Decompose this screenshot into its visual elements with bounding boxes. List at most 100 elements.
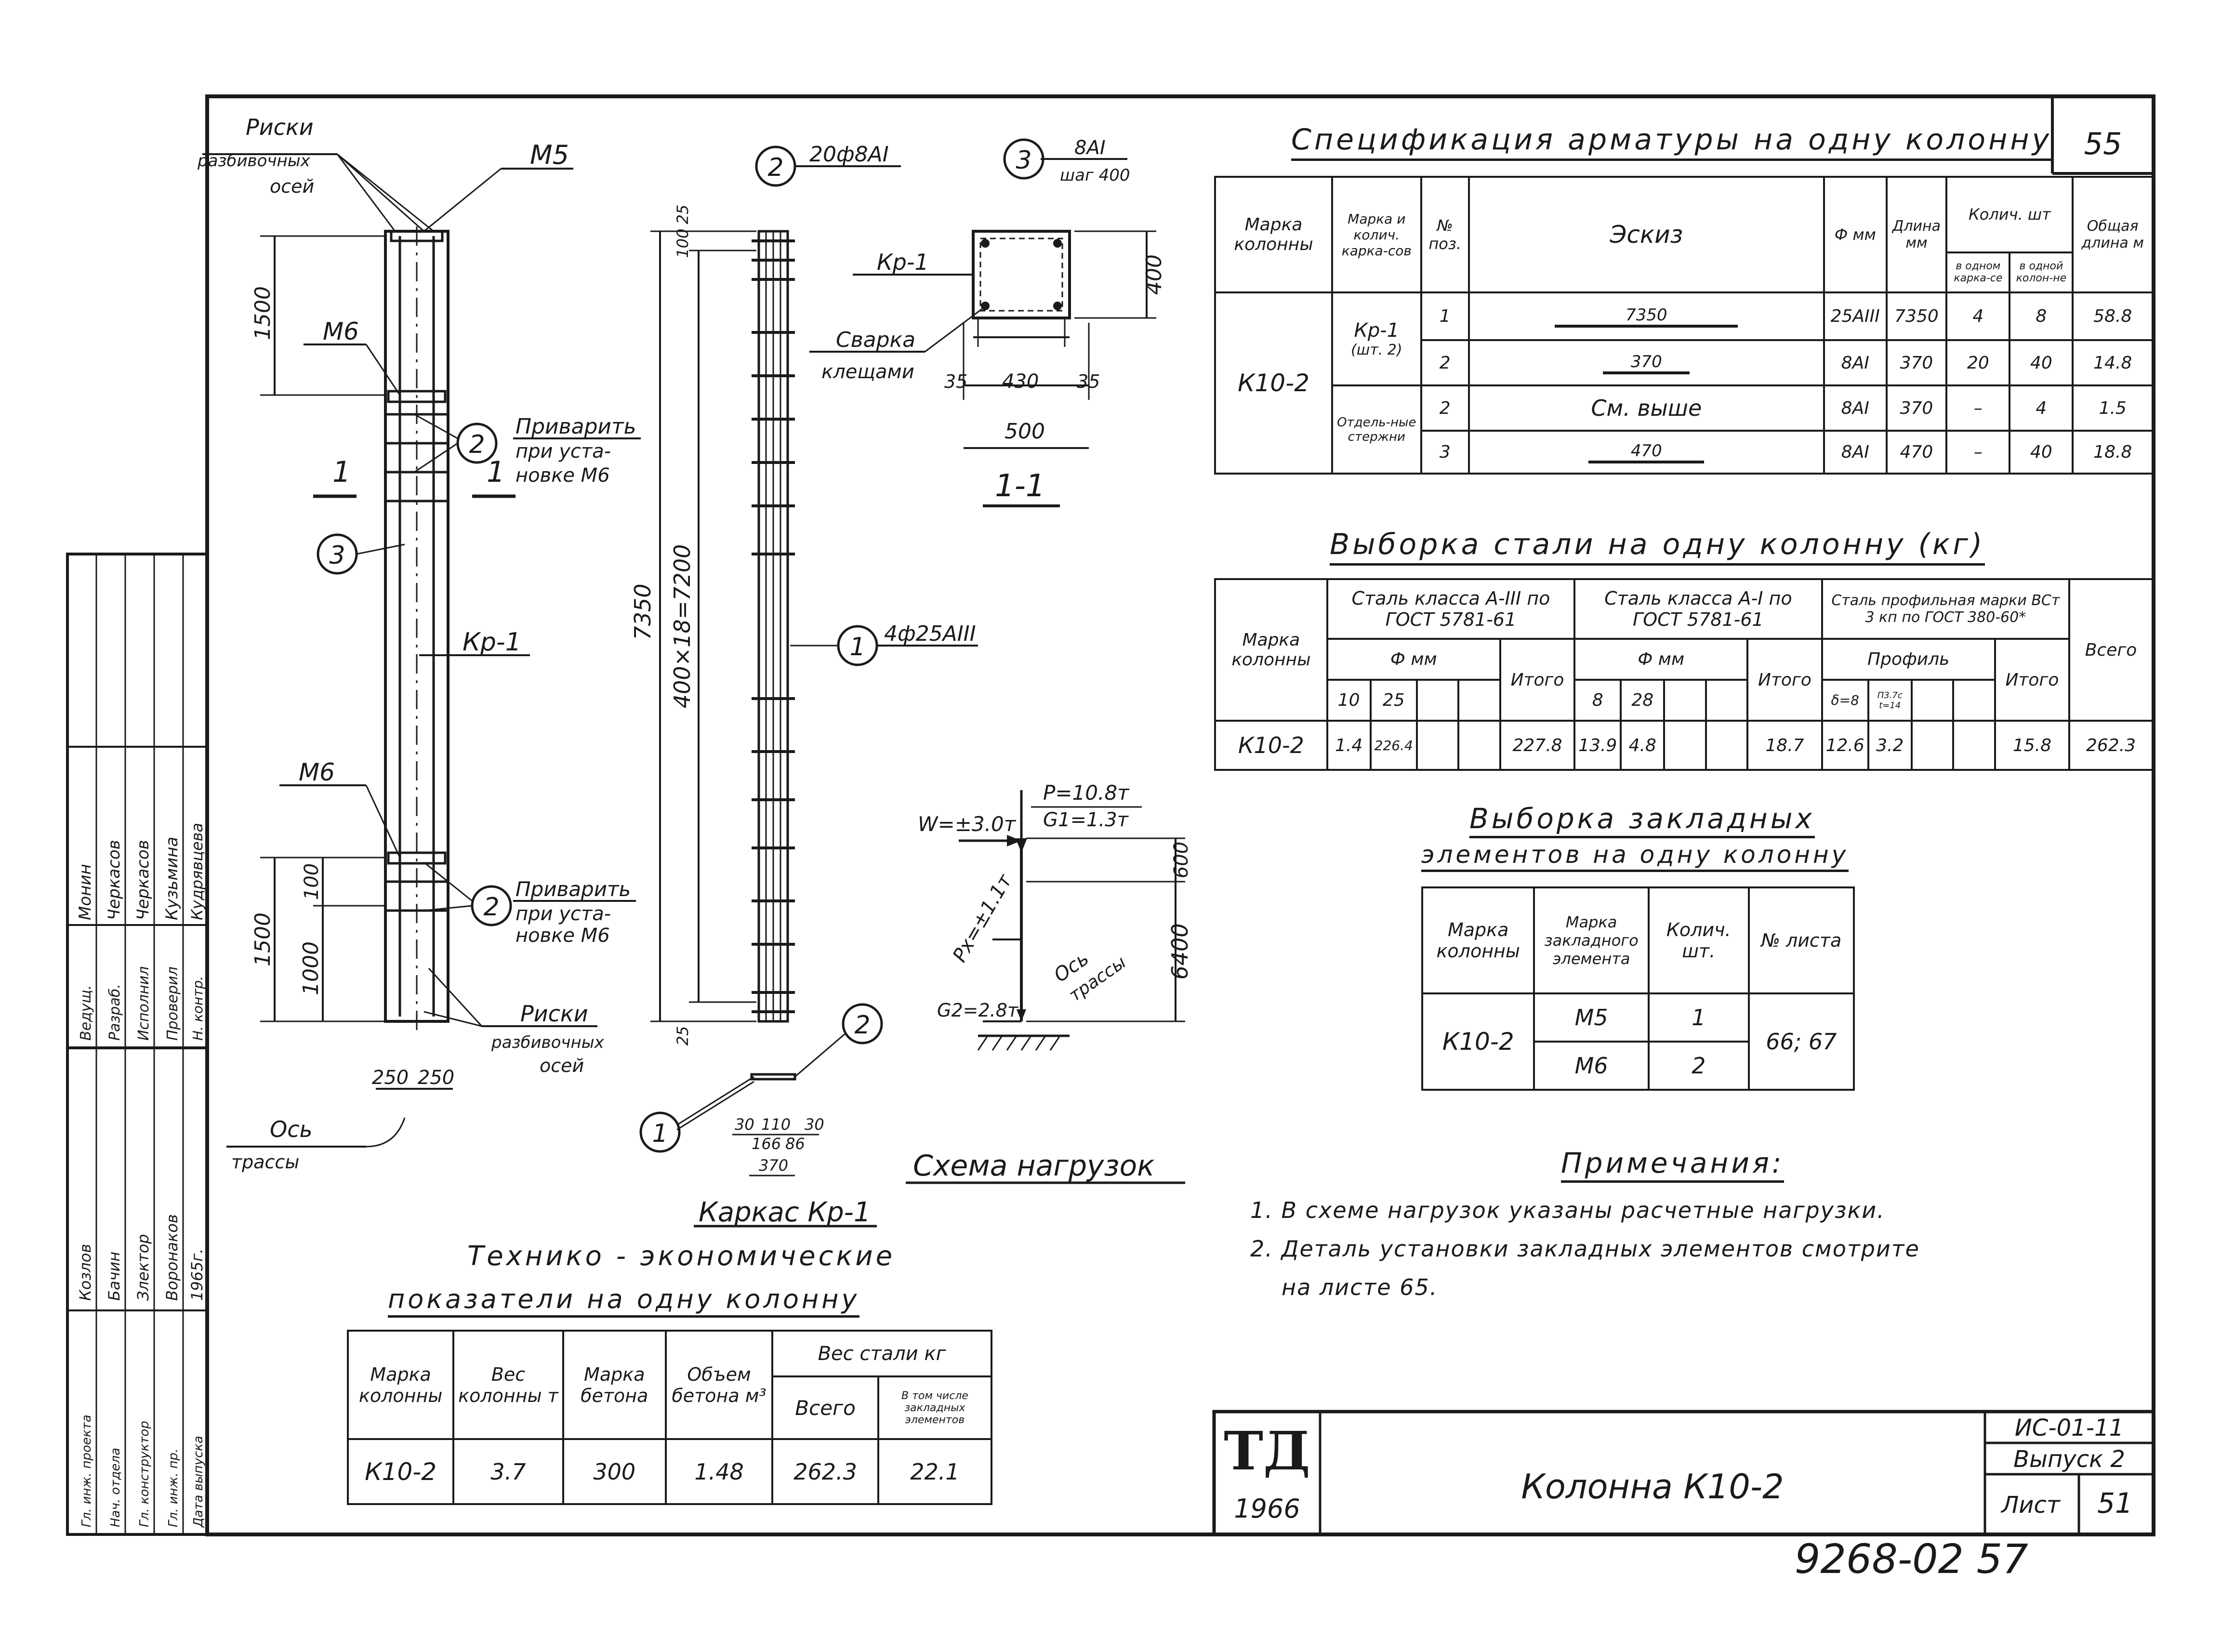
spec-r3-total: 18.8 — [2072, 430, 2154, 475]
column-elevation: 1500 1500 100 1000 250 250 Риски разбиво… — [197, 114, 641, 1173]
stamp-r2-name: Черкасов — [105, 840, 124, 920]
weld-text-top-3: новке М6 — [516, 464, 610, 487]
load-ground-hatch — [977, 1034, 1070, 1051]
stirrup-detail — [750, 1073, 796, 1081]
spec-h-k-odin: в одном карка-се — [1945, 251, 2011, 294]
dim-100-cage: 100 — [674, 228, 692, 258]
stamp-r4-role: Проверил — [164, 966, 181, 1041]
spec-r2-total: 1.5 — [2072, 384, 2154, 432]
dim-7350: 7350 — [630, 583, 656, 640]
steel-v25: 226.4 — [1369, 720, 1418, 771]
embed-h-list: № листа — [1747, 886, 1855, 994]
tep-row-beton: 300 — [562, 1438, 667, 1505]
stamp-r4-name: Кузьмина — [162, 837, 182, 920]
spec-r1-total: 14.8 — [2072, 339, 2154, 387]
embed-r0-el: М5 — [1533, 992, 1650, 1043]
dim-1000: 1000 — [299, 941, 323, 995]
steel-v10: 1.4 — [1326, 720, 1372, 771]
spec-title: Спецификация арматуры на одну колонну — [1291, 123, 2052, 161]
detail-30b: 30 — [805, 1115, 824, 1134]
stamp-r3-name: Черкасов — [133, 840, 153, 920]
embed-title-2: элементов на одну колонну — [1421, 841, 1849, 872]
section-bar-bl — [981, 302, 990, 310]
callout-2-bottom-text: 2 — [483, 893, 499, 922]
steel-h-a3: Сталь класса А-III по ГОСТ 5781-61 — [1326, 578, 1576, 640]
spec-table: Марка колонны Марка и колич. карка-сов №… — [1214, 175, 2154, 475]
steel-h-profil: Профиль — [1821, 638, 1996, 681]
section-dim-430: 430 — [1002, 370, 1039, 393]
steel-blank-4 — [1705, 679, 1749, 722]
spec-column-mark: К10-2 — [1214, 291, 1333, 475]
stamp-r1-role: Ведущ. — [78, 985, 94, 1041]
spec-h-poz: № поз. — [1420, 175, 1470, 294]
detail-110: 110 — [761, 1115, 791, 1134]
spec-otdelnye: Отдель-ные стержни — [1331, 384, 1422, 475]
tep-row-ves: 3.7 — [452, 1438, 564, 1505]
stamp-r2-role: Разраб. — [106, 984, 123, 1041]
tep-h-vsego: Всего — [771, 1375, 879, 1440]
spec-r1-k1: 20 — [1945, 339, 2011, 387]
steel-row-blank-4 — [1705, 720, 1749, 771]
spec-r1-diam: 8АI — [1823, 339, 1888, 387]
stamp-b4-role: Гл. инж. пр. — [166, 1449, 181, 1527]
embed-h-marka: Марка колонны — [1421, 886, 1535, 994]
stamp-b1-name: Козлов — [76, 1244, 94, 1301]
dim-1500-bottom: 1500 — [251, 912, 275, 966]
section-bar-br — [1053, 302, 1062, 310]
steel-h-itogo-a: Итого — [1499, 638, 1576, 722]
detail-callout-2 — [842, 1003, 883, 1044]
steel-d25: 25 — [1369, 679, 1418, 722]
steel-h-vsego: Всего — [2068, 578, 2154, 722]
embed-m5 — [390, 230, 444, 242]
title-block-logo: ТД — [1224, 1420, 1310, 1482]
spec-r1-poz: 2 — [1420, 339, 1470, 387]
weld-1: Сварка — [836, 328, 915, 352]
dim-400x18: 400×18=7200 — [669, 544, 695, 709]
steel-blank-2 — [1457, 679, 1501, 722]
spec-r3-eskiz: 470 — [1467, 430, 1825, 475]
spec-r3-poz: 3 — [1420, 430, 1470, 475]
detail-370: 370 — [759, 1156, 788, 1175]
bar-1-label: 4ф25АIII — [884, 621, 976, 646]
spec-r2-k1: – — [1945, 384, 2011, 432]
spec-r2-eskiz: См. выше — [1467, 384, 1825, 432]
section-title: 1-1 — [995, 468, 1045, 504]
weld-text-bot-3: новке М6 — [516, 925, 610, 947]
weld-text-top-1: Приварить — [516, 414, 636, 439]
spec-r0-poz: 1 — [1420, 291, 1470, 342]
spec-r3-k2: 40 — [2009, 430, 2074, 475]
dim-250-b: 250 — [418, 1067, 454, 1089]
steel-h-prof: Сталь профильная марки ВСт 3 кп по ГОСТ … — [1821, 578, 2071, 640]
spec-h-marka: Марка колонны — [1214, 175, 1333, 294]
tep-row-mark: К10-2 — [346, 1438, 455, 1505]
load-scheme: 600 6400 W=±3.0т P=10.8т G1=1.3т Px=±1.1… — [906, 781, 1193, 1184]
stamp-r3-role: Исполнил — [135, 966, 152, 1041]
embed-m6-bottom — [387, 851, 447, 865]
spec-r0-k2: 8 — [2009, 291, 2074, 342]
notes-title: Примечания: — [1561, 1147, 1785, 1183]
tep-h-obem: Объем бетона м³ — [664, 1330, 774, 1440]
load-px: Px=±1.1т — [949, 870, 1017, 966]
tep-title-2: показатели на одну колонну — [388, 1284, 860, 1318]
section-bar-tl — [981, 239, 990, 248]
load-w: W=±3.0т — [918, 812, 1017, 836]
spec-r1-k2: 40 — [2009, 339, 2074, 387]
steel-v28: 4.8 — [1620, 720, 1666, 771]
sheet-no: 51 — [2097, 1487, 2133, 1520]
spec-r0-eskiz-text: 7350 — [1555, 305, 1738, 328]
embed-h-marka-el: Марка закладного элемента — [1533, 886, 1650, 994]
section-dim-400: 400 — [1142, 254, 1166, 295]
steel-blank-5 — [1910, 679, 1955, 722]
spec-r2-poz: 2 — [1420, 384, 1470, 432]
cage-callout-2-text: 2 — [767, 153, 783, 182]
load-dim-6400: 6400 — [1167, 923, 1193, 979]
steel-blank-3 — [1663, 679, 1707, 722]
detail-30a: 30 — [735, 1115, 754, 1134]
tep-h-zakl: В том числе закладных элементов — [877, 1375, 993, 1440]
cage-title: Каркас Кр-1 — [699, 1197, 871, 1228]
spec-kp-count: (шт. 2) — [1351, 342, 1402, 359]
steel-d10: 10 — [1326, 679, 1372, 722]
embed-r1-el: М6 — [1533, 1041, 1650, 1091]
cage-stirrups — [752, 239, 795, 1013]
steel-d8: 8 — [1573, 679, 1622, 722]
